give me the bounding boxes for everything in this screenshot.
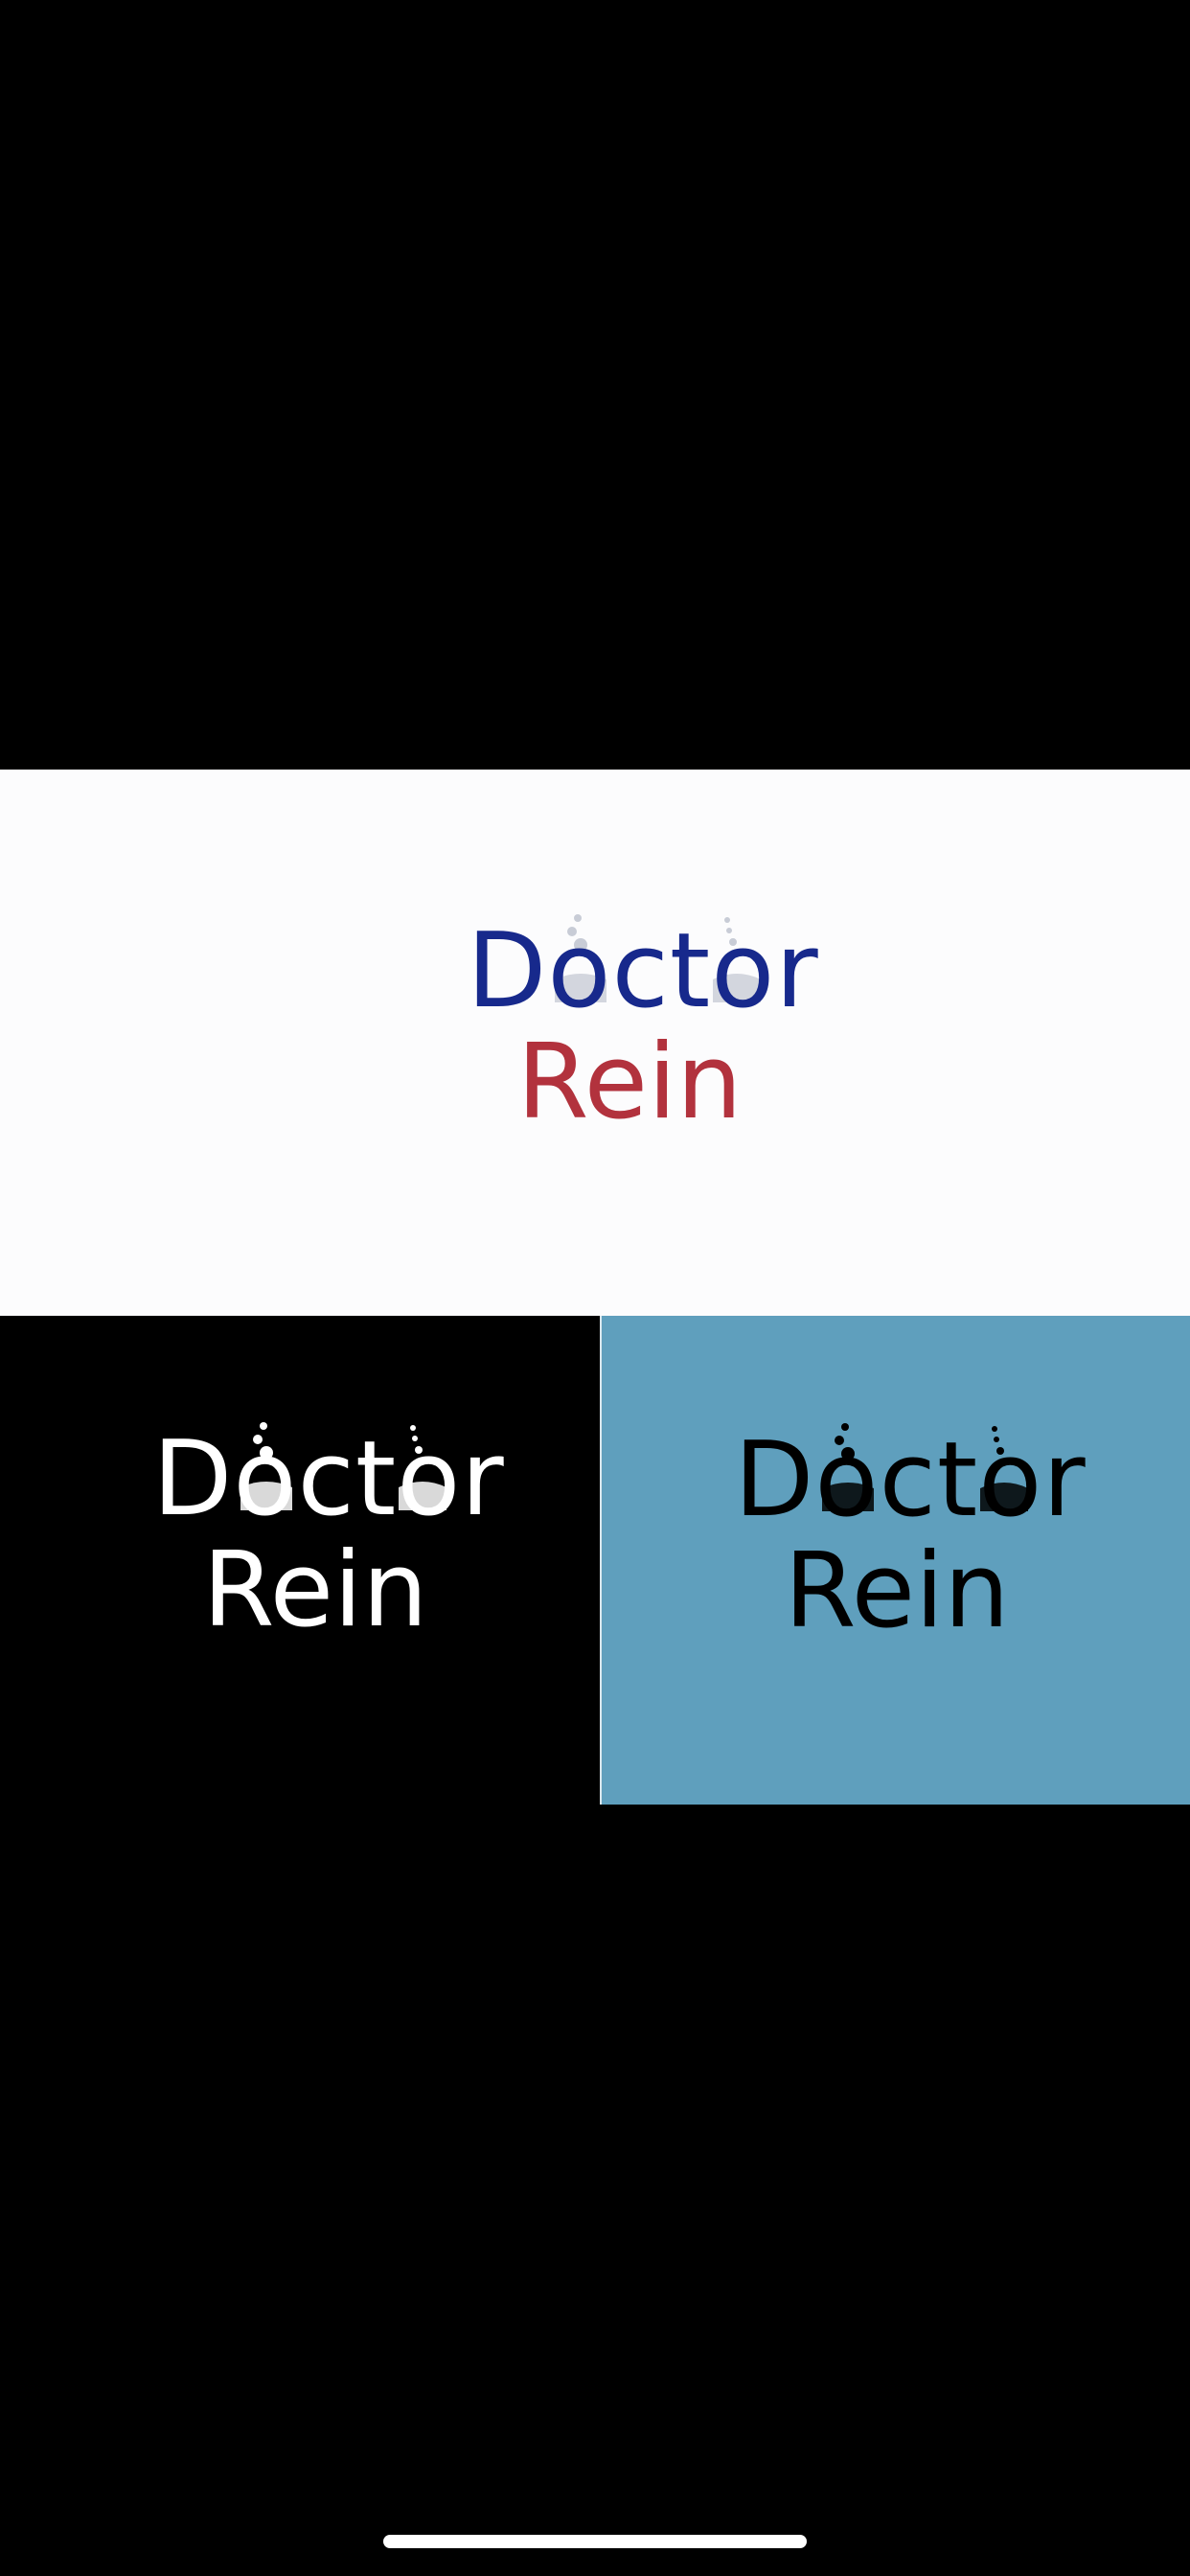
logo-word-doctor: Doctor <box>152 1419 504 1539</box>
logo-word-rein: Rein <box>202 1530 427 1650</box>
logo-word-rein: Rein <box>516 1023 742 1142</box>
bubbles-icon <box>835 1423 1004 1460</box>
logo-word-doctor: Doctor <box>734 1420 1086 1540</box>
flask-liquid-icon <box>555 974 761 1002</box>
logo-word-doctor: Doctor <box>467 911 818 1031</box>
flask-liquid-icon <box>240 1482 446 1510</box>
panel-divider <box>600 1316 602 1805</box>
logo-white: Doctor Rein <box>152 1419 504 1650</box>
logo-panel-color: Doctor Rein <box>0 770 1190 1316</box>
logo-word-rein: Rein <box>784 1531 1009 1651</box>
logo-panel-blue: Doctor Rein <box>602 1316 1190 1805</box>
logo-black: Doctor Rein <box>734 1420 1086 1651</box>
bubbles-icon <box>253 1422 423 1460</box>
logo-panel-dark: Doctor Rein <box>0 1316 600 1805</box>
flask-liquid-icon <box>822 1483 1028 1511</box>
logo-color: Doctor Rein <box>467 911 818 1142</box>
home-indicator[interactable] <box>383 2535 807 2548</box>
bubbles-icon <box>567 914 737 952</box>
